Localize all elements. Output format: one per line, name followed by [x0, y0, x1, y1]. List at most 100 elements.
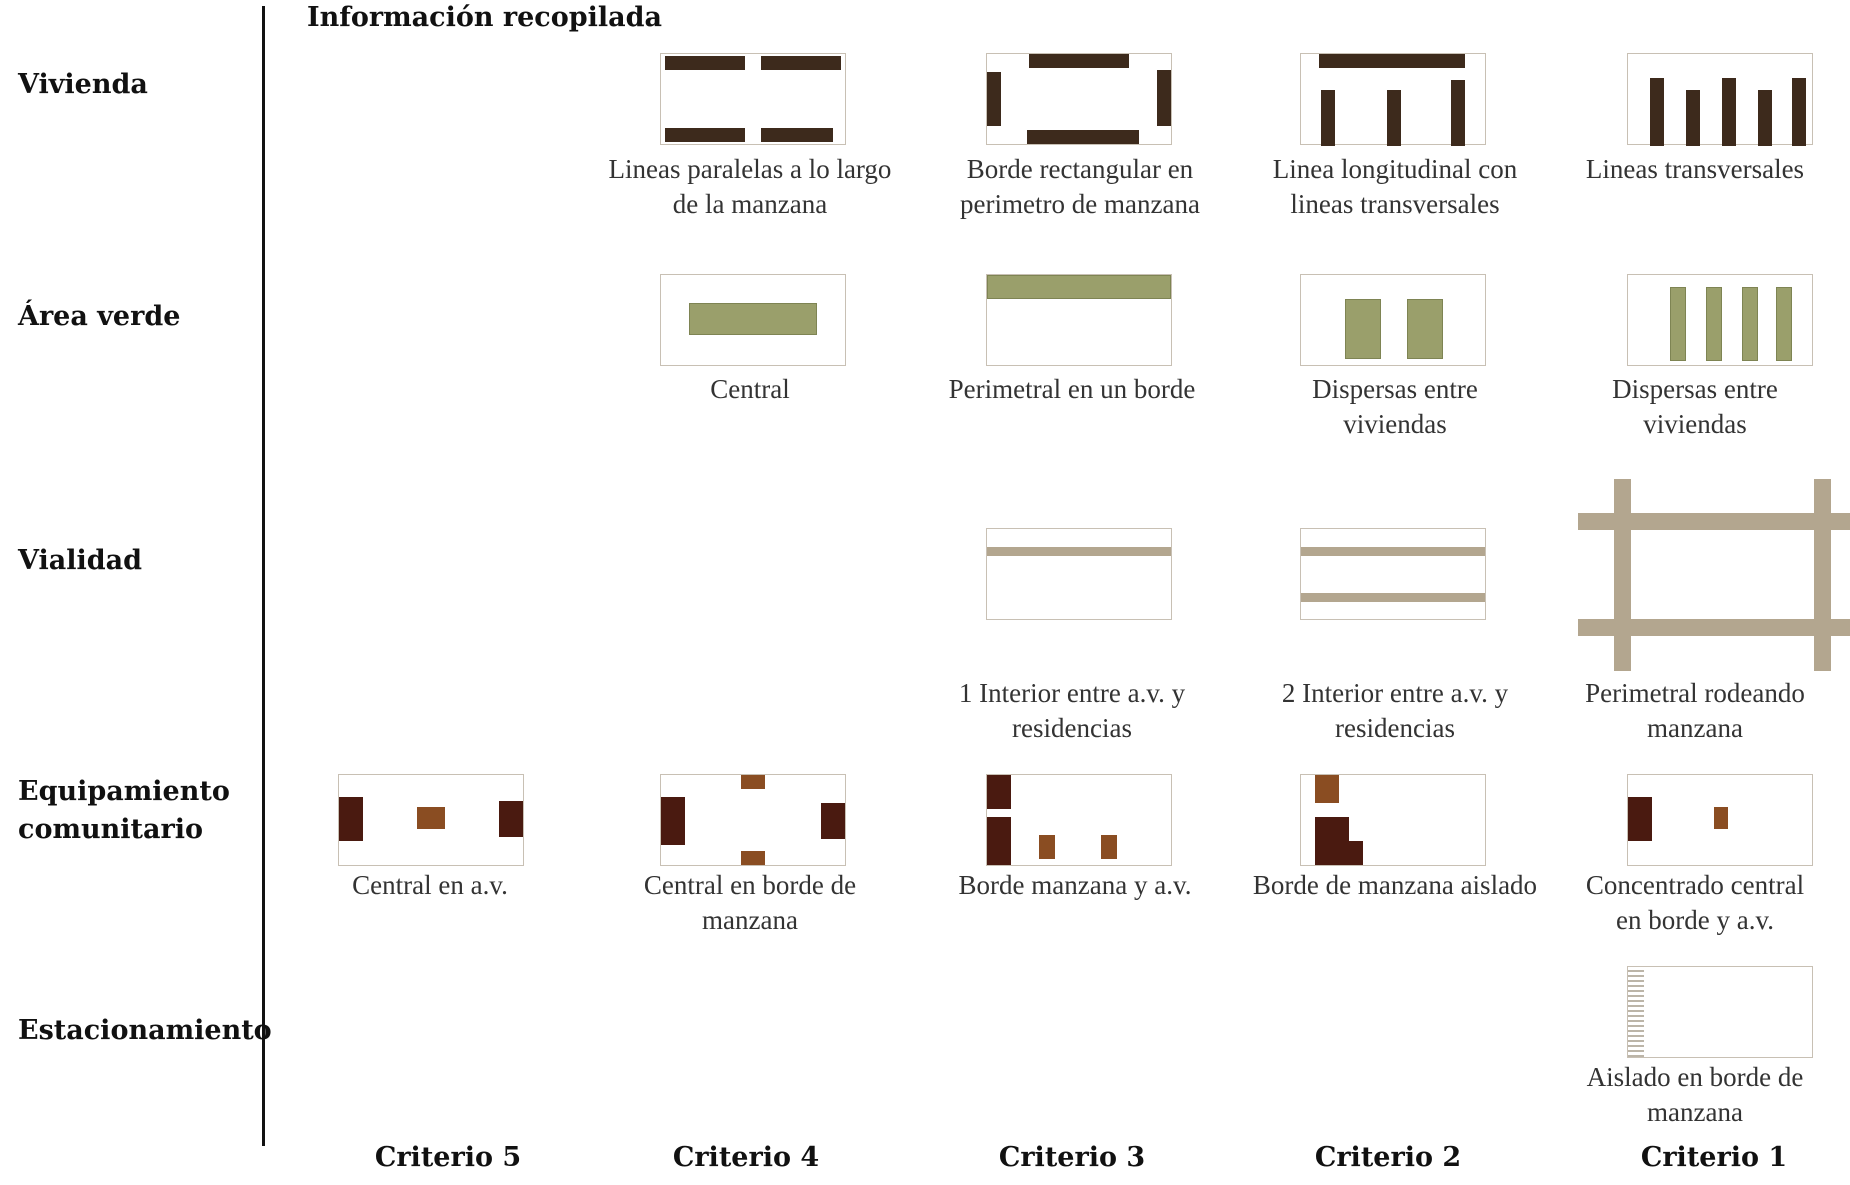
housing-block — [1451, 80, 1465, 146]
green-area — [1742, 287, 1758, 361]
equipment-block — [417, 807, 445, 829]
caption-line: residencias — [1012, 713, 1132, 743]
equipamiento-c5-caption: Central en a.v. — [260, 868, 600, 903]
caption-line: Borde rectangular en — [966, 154, 1194, 184]
green-area — [1706, 287, 1722, 361]
caption-line: lineas transversales — [1290, 189, 1500, 219]
equipment-block — [1315, 775, 1339, 803]
housing-block — [761, 128, 833, 142]
caption-line: manzana — [1647, 1097, 1743, 1127]
vivienda-c3-diagram — [986, 53, 1172, 145]
caption-line: viviendas — [1343, 409, 1447, 439]
vialidad-c2-caption: 2 Interior entre a.v. y residencias — [1225, 676, 1565, 746]
housing-block — [1319, 54, 1465, 68]
equipment-block — [741, 775, 765, 789]
housing-block — [665, 128, 745, 142]
equipment-block — [987, 817, 1011, 865]
row-label-line: comunitario — [18, 814, 203, 845]
caption-line: manzana — [702, 905, 798, 935]
area-verde-c3-caption: Perimetral en un borde — [902, 372, 1242, 407]
vivienda-c2-diagram — [1300, 53, 1486, 146]
criterion-label-4: Criterio 4 — [672, 1142, 820, 1173]
caption-line: en borde y a.v. — [1616, 905, 1774, 935]
caption-line: Central — [710, 374, 790, 404]
vialidad-c2-diagram — [1300, 528, 1486, 620]
caption-line: Lineas paralelas a lo largo — [608, 154, 892, 184]
caption-line: Lineas transversales — [1585, 154, 1805, 184]
housing-block — [665, 56, 745, 70]
row-label-estacionamiento: Estacionamiento — [18, 1015, 272, 1046]
caption-line: Borde manzana y a.v. — [958, 870, 1192, 900]
green-area — [689, 303, 817, 335]
caption-line: Central en a.v. — [352, 870, 508, 900]
road-line — [1614, 479, 1631, 671]
housing-block — [1321, 90, 1335, 146]
caption-line: manzana — [1647, 713, 1743, 743]
row-label-equipamiento: Equipamiento comunitario — [18, 773, 230, 849]
criterion-label-5: Criterio 5 — [374, 1142, 522, 1173]
caption-line: perimetro de manzana — [960, 189, 1200, 219]
vialidad-c3-caption: 1 Interior entre a.v. y residencias — [902, 676, 1242, 746]
caption-line: Central en borde de — [643, 870, 857, 900]
vivienda-c2-caption: Linea longitudinal con lineas transversa… — [1225, 152, 1565, 222]
equipamiento-c3-diagram — [986, 774, 1172, 866]
green-area — [1407, 299, 1443, 359]
criterion-label-2: Criterio 2 — [1314, 1142, 1462, 1173]
vertical-divider — [262, 6, 265, 1146]
caption-line: Borde de manzana aislado — [1252, 870, 1538, 900]
vivienda-c3-caption: Borde rectangular en perimetro de manzan… — [910, 152, 1250, 222]
vialidad-c1-caption: Perimetral rodeando manzana — [1550, 676, 1840, 746]
vivienda-c4-diagram — [660, 53, 846, 145]
criterion-label-3: Criterio 3 — [998, 1142, 1146, 1173]
vivienda-c1-diagram — [1627, 53, 1813, 146]
road-line — [1578, 619, 1850, 636]
caption-line: 1 Interior entre a.v. y — [958, 678, 1186, 708]
area-verde-c4-diagram — [660, 274, 846, 366]
housing-block — [1029, 54, 1129, 68]
equipment-block — [499, 801, 523, 837]
caption-line: residencias — [1335, 713, 1455, 743]
equipamiento-c4-caption: Central en borde de manzana — [580, 868, 920, 938]
green-area — [987, 275, 1171, 299]
area-verde-c1-caption: Dispersas entre viviendas — [1550, 372, 1840, 442]
road-line — [1578, 513, 1850, 530]
housing-block — [1686, 90, 1700, 146]
equipamiento-c2-diagram — [1300, 774, 1486, 866]
road-line — [1301, 547, 1485, 556]
caption-line: Aislado en borde de — [1586, 1062, 1804, 1092]
equipamiento-c1-caption: Concentrado central en borde y a.v. — [1550, 868, 1840, 938]
row-label-line: Equipamiento — [18, 776, 230, 807]
estacionamiento-c1-caption: Aislado en borde de manzana — [1550, 1060, 1840, 1130]
housing-block — [761, 56, 841, 70]
green-area — [1345, 299, 1381, 359]
area-verde-c2-caption: Dispersas entre viviendas — [1225, 372, 1565, 442]
housing-block — [1722, 78, 1736, 146]
area-verde-c2-diagram — [1300, 274, 1486, 366]
equipment-block — [1039, 835, 1055, 859]
caption-line: viviendas — [1643, 409, 1747, 439]
equipment-block — [987, 775, 1011, 809]
housing-block — [1157, 70, 1171, 126]
vivienda-c1-caption: Lineas transversales — [1550, 152, 1840, 187]
vialidad-c3-diagram — [986, 528, 1172, 620]
housing-block — [1792, 78, 1806, 146]
housing-block — [1387, 90, 1401, 146]
estacionamiento-c1-diagram — [1627, 966, 1813, 1058]
equipamiento-c2-caption: Borde de manzana aislado — [1220, 868, 1570, 903]
equipamiento-c3-caption: Borde manzana y a.v. — [905, 868, 1245, 903]
green-area — [1776, 287, 1792, 361]
equipamiento-c4-diagram — [660, 774, 846, 866]
equipment-block — [1628, 797, 1652, 841]
caption-line: Concentrado central — [1585, 870, 1805, 900]
road-line — [1301, 593, 1485, 602]
equipment-block — [1341, 841, 1363, 865]
row-label-vivienda: Vivienda — [18, 69, 148, 100]
equipment-block — [661, 797, 685, 845]
equipment-block — [1714, 807, 1728, 829]
caption-line: Dispersas entre — [1312, 374, 1478, 404]
equipment-block — [1101, 835, 1117, 859]
row-label-vialidad: Vialidad — [18, 545, 142, 576]
green-area — [1670, 287, 1686, 361]
equipamiento-c1-diagram — [1627, 774, 1813, 866]
equipment-block — [741, 851, 765, 865]
